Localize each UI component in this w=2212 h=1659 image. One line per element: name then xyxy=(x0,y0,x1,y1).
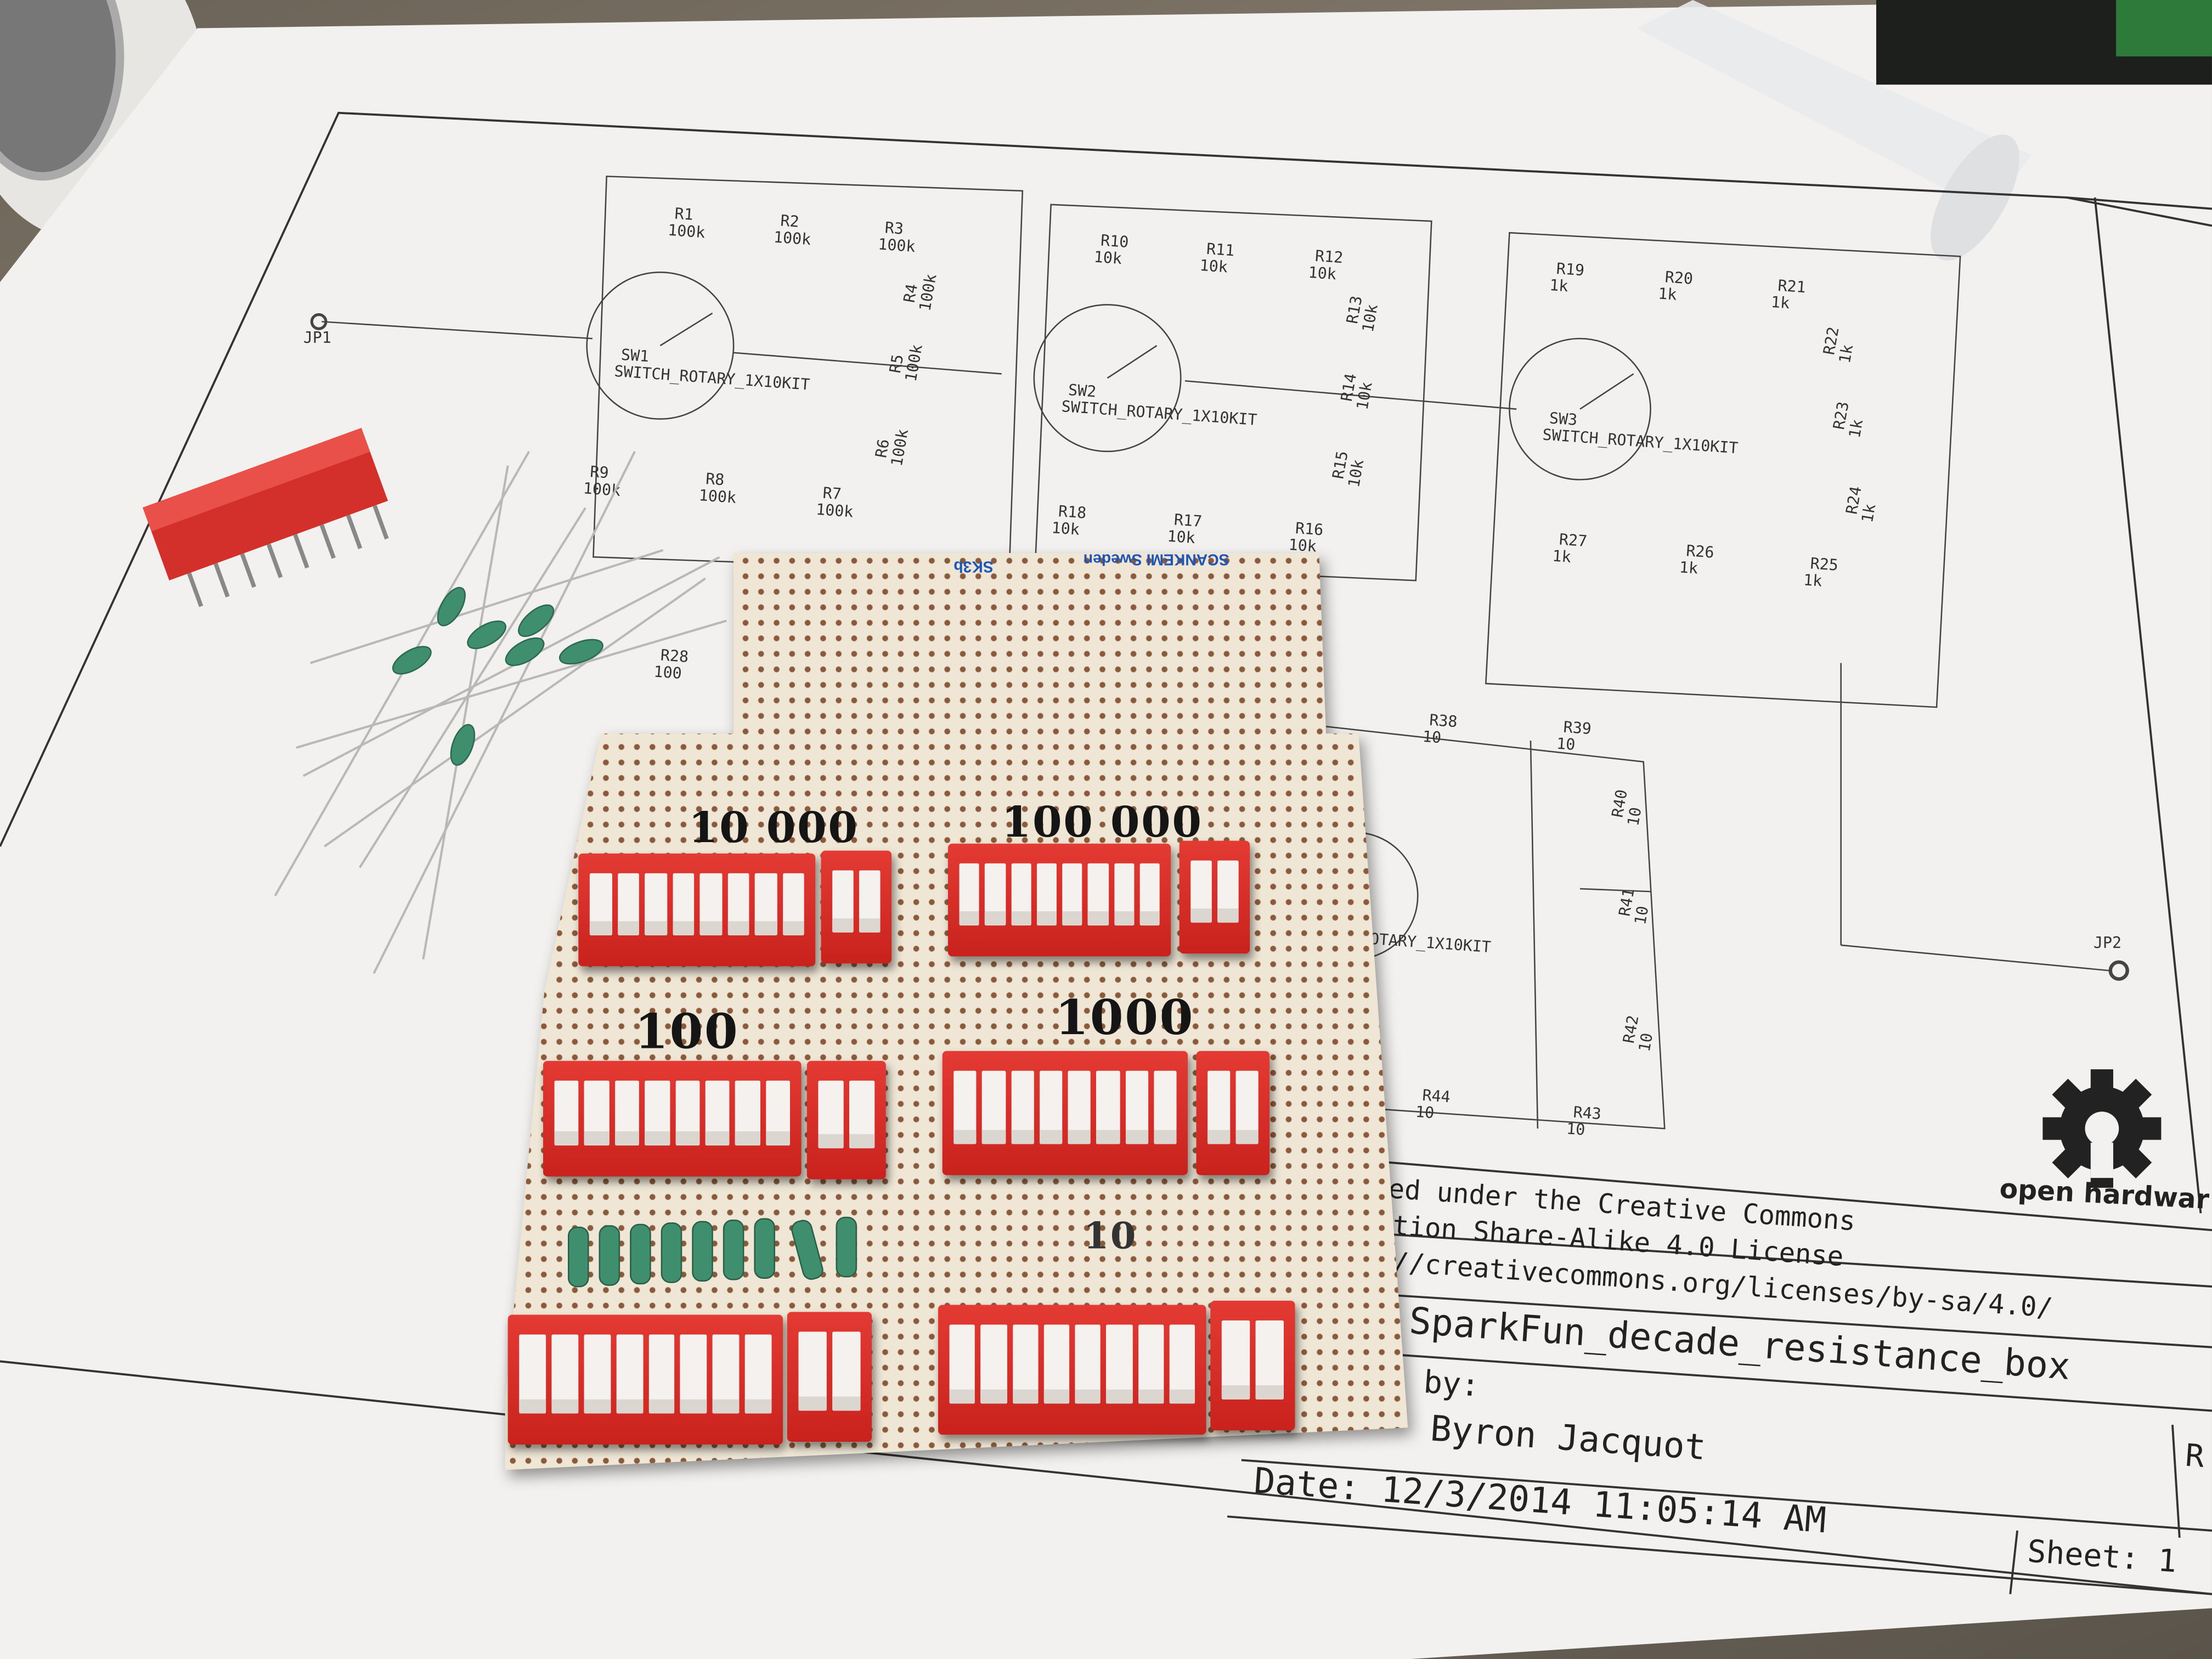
resistor-label: R4410 xyxy=(1415,1086,1451,1123)
dip-switch-8-1000[interactable] xyxy=(942,1051,1188,1175)
dip-switch-2-10000[interactable] xyxy=(821,850,892,964)
resistor-label: R211k xyxy=(1770,276,1807,313)
resistor-label: R221k xyxy=(1819,325,1859,365)
resistor-label: R1610k xyxy=(1288,518,1324,556)
resistor-label: R28100 xyxy=(653,646,690,683)
loose-resistor-leads xyxy=(274,450,727,974)
resistor-label: R201k xyxy=(1657,268,1694,305)
resistor-label: R1010k xyxy=(1093,231,1130,268)
resistor-label: R1100k xyxy=(667,204,707,241)
dip-switch-8-100000[interactable] xyxy=(947,843,1171,957)
dip-switch-8-10000[interactable] xyxy=(578,853,816,967)
dip-switch-8-10[interactable] xyxy=(938,1305,1206,1435)
resistor-label: R1410k xyxy=(1336,372,1377,411)
resistor-label: R271k xyxy=(1551,530,1588,567)
resistor-label: R1210k xyxy=(1308,246,1344,284)
syringe xyxy=(1636,0,2212,261)
loose-resistor-bodies xyxy=(392,586,603,766)
solder-spool xyxy=(0,0,125,181)
resistor-label: R3910 xyxy=(1556,718,1592,755)
resistor-label: R251k xyxy=(1803,554,1839,591)
dip-switch-8-1[interactable] xyxy=(507,1314,783,1445)
open-hardware-logo xyxy=(2042,1069,2162,1188)
board-maker-label: SCANKEMI Sweden xyxy=(1083,550,1229,567)
loose-dip-switch xyxy=(143,428,389,607)
label-100: 100 xyxy=(635,1004,740,1061)
resistor-label: R2100k xyxy=(773,211,812,249)
dip-switch-2-100000[interactable] xyxy=(1179,840,1250,954)
resistor-label: R1810k xyxy=(1051,501,1087,539)
board-model-label: SK3b xyxy=(953,557,994,574)
resistor-label: R4110 xyxy=(1615,887,1655,927)
resistor-label: R8100k xyxy=(698,469,738,506)
dip-switch-2-1000[interactable] xyxy=(1196,1051,1270,1175)
label-10000: 10 000 xyxy=(688,804,859,854)
label-1000: 1000 xyxy=(1055,990,1195,1047)
label-10: 10 xyxy=(1083,1216,1138,1259)
resistor-label: R191k xyxy=(1549,259,1585,296)
board-resistors xyxy=(567,1216,857,1288)
resistor-label: R7100k xyxy=(815,483,855,521)
title-block xyxy=(1227,1158,2212,1595)
resistor-label: R1110k xyxy=(1199,239,1235,276)
resistor-label: R4310 xyxy=(1566,1103,1602,1140)
dip-switch-2-1[interactable] xyxy=(787,1312,872,1442)
resistor-label: R1710k xyxy=(1167,510,1203,548)
resistor-label: R4010 xyxy=(1607,788,1648,828)
resistor-label: R3810 xyxy=(1422,710,1458,748)
jumper-label: JP2 xyxy=(2094,934,2121,952)
resistor-label: R9100k xyxy=(583,462,622,499)
dip-switch-2-100[interactable] xyxy=(806,1060,886,1180)
resistor-label: R3100k xyxy=(877,218,917,256)
schematic-frame xyxy=(0,111,2212,1595)
resistor-label: R5100k xyxy=(885,340,926,383)
resistor-label: R241k xyxy=(1842,485,1882,524)
resistor-label: R261k xyxy=(1679,541,1715,578)
dip-switch-8-100[interactable] xyxy=(543,1060,802,1177)
schematic-wires xyxy=(310,176,2129,1130)
jumper-label: JP1 xyxy=(303,329,331,347)
resistor-label: R231k xyxy=(1829,400,1869,439)
label-100000: 100 000 xyxy=(1001,798,1203,848)
resistor-label: R4210 xyxy=(1618,1014,1659,1053)
dip-switch-2-10[interactable] xyxy=(1210,1300,1295,1431)
